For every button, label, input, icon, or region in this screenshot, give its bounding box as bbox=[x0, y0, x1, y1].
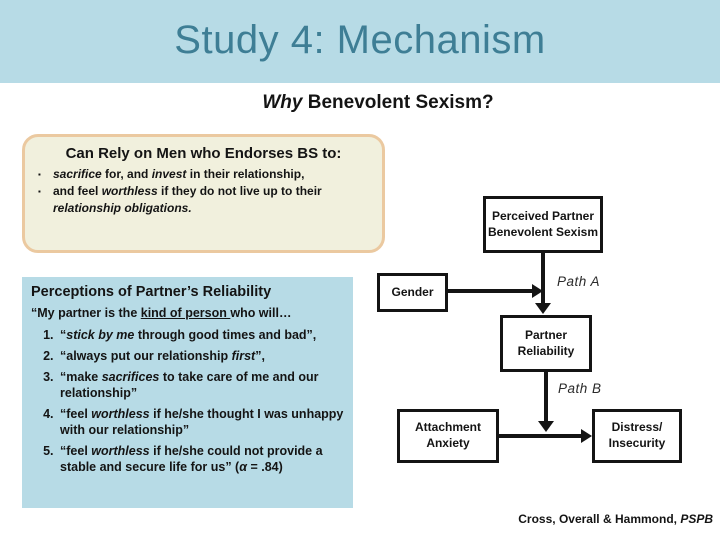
reliability-scale-items: “stick by me through good times and bad”… bbox=[31, 327, 345, 475]
diagram-node-distress-insecurity: Distress/ Insecurity bbox=[592, 409, 682, 463]
arrow-right-icon bbox=[532, 283, 543, 298]
slide-subtitle: Why Benevolent Sexism? bbox=[262, 92, 494, 113]
square-bullet-icon: ▪ bbox=[38, 170, 41, 179]
rely-box-title: Can Rely on Men who Endorses BS to: bbox=[65, 145, 342, 162]
perceptions-panel-title: Perceptions of Partner’s Reliability bbox=[31, 284, 272, 300]
scale-item-4: “feel worthless if he/she thought I was … bbox=[57, 406, 345, 438]
slide-header: Study 4: Mechanism bbox=[0, 0, 720, 83]
perceptions-intro-line: “My partner is the kind of person who wi… bbox=[31, 306, 292, 320]
arrow-down-icon bbox=[535, 303, 551, 314]
citation: Cross, Overall & Hammond, PSPB bbox=[518, 512, 713, 526]
scale-item-5: “feel worthless if he/she could not prov… bbox=[57, 443, 345, 475]
arrow-reliability-to-path-shaft bbox=[544, 372, 548, 423]
page-title: Study 4: Mechanism bbox=[174, 18, 546, 62]
arrow-gender-to-path-shaft bbox=[448, 289, 534, 293]
diagram-node-gender: Gender bbox=[377, 273, 448, 312]
diagram-node-attachment-anxiety: Attachment Anxiety bbox=[397, 409, 499, 463]
path-b-label: Path B bbox=[558, 381, 602, 396]
scale-item-2: “always put our relationship first”, bbox=[57, 348, 345, 364]
square-bullet-icon: ▪ bbox=[38, 187, 41, 197]
arrow-down-icon bbox=[538, 421, 554, 432]
arrow-right-icon bbox=[581, 428, 592, 443]
arrow-anxiety-to-distress-shaft bbox=[499, 434, 583, 438]
rely-on-men-box: Can Rely on Men who Endorses BS to: ▪ sa… bbox=[22, 134, 385, 253]
rely-bullet-text: and feel worthless if they do not live u… bbox=[53, 184, 322, 216]
arrow-ppbs-to-reliability-shaft bbox=[541, 253, 545, 306]
scale-item-1: “stick by me through good times and bad”… bbox=[57, 327, 345, 343]
rely-bullet-item: ▪ and feel worthless if they do not live… bbox=[31, 183, 376, 217]
perceptions-reliability-panel: Perceptions of Partner’s Reliability “My… bbox=[22, 277, 353, 508]
scale-item-3: “make sacrifices to take care of me and … bbox=[57, 369, 345, 401]
path-a-label: Path A bbox=[557, 274, 601, 289]
diagram-node-perceived-partner-benevolent-sexism: Perceived Partner Benevolent Sexism bbox=[483, 196, 603, 253]
rely-bullet-text: sacrifice for, and invest in their relat… bbox=[53, 167, 305, 181]
rely-bullet-item: ▪ sacrifice for, and invest in their rel… bbox=[31, 166, 376, 183]
diagram-node-partner-reliability: Partner Reliability bbox=[500, 315, 592, 372]
